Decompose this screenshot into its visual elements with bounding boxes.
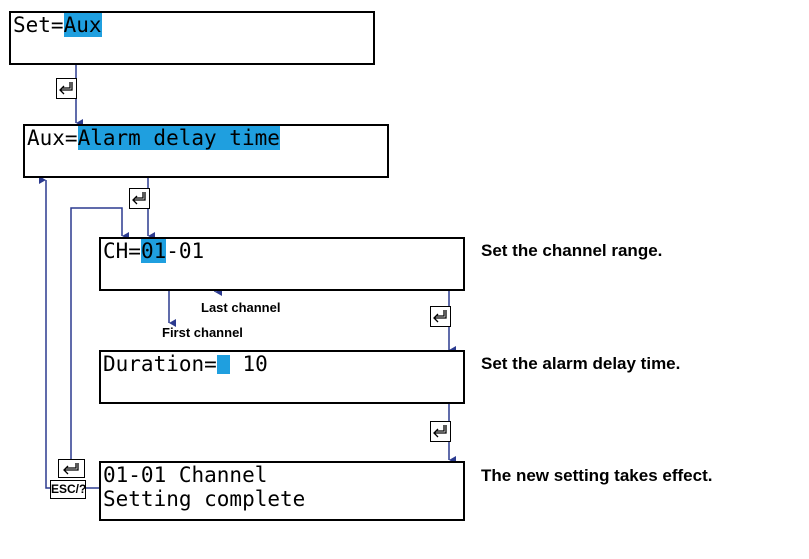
- takes-effect-instruction: The new setting takes effect.: [481, 466, 713, 485]
- duration-cursor: [216, 355, 230, 374]
- arrow-complete-to-channel: [70, 207, 129, 462]
- arrow-esc-to-aux: [39, 176, 86, 489]
- duration-prefix: Duration=: [103, 352, 217, 376]
- lcd-set-screen: Set=Aux: [9, 11, 375, 65]
- aux-value: Alarm delay time: [77, 126, 280, 150]
- esc-key-icon: ESC/?: [50, 480, 86, 499]
- channel-first: 01: [140, 239, 167, 263]
- set-delay-instruction: Set the alarm delay time.: [481, 354, 681, 373]
- complete-line-1: 01-01 Channel: [103, 463, 268, 487]
- set-prefix: Set=: [13, 13, 64, 37]
- channel-rest: -01: [166, 239, 205, 263]
- first-channel-label: First channel: [162, 325, 243, 340]
- lcd-aux-screen: Aux=Alarm delay time: [23, 124, 389, 178]
- lcd-duration-screen: Duration= 10: [99, 350, 465, 404]
- duration-value: 10: [229, 352, 268, 376]
- channel-prefix: CH=: [103, 239, 141, 263]
- enter-key-icon: [129, 188, 150, 209]
- enter-key-icon: [56, 78, 77, 99]
- lcd-channel-screen: CH=01-01: [99, 237, 465, 291]
- lcd-complete-screen: 01-01 Channel Setting complete: [99, 461, 465, 521]
- enter-key-icon: [430, 306, 451, 327]
- enter-key-icon: [430, 421, 451, 442]
- last-channel-label: Last channel: [201, 300, 281, 315]
- aux-prefix: Aux=: [27, 126, 78, 150]
- alarm-delay-flow-diagram: Set=Aux Aux=Alarm delay time CH=01-01 Du…: [9, 11, 713, 521]
- set-range-instruction: Set the channel range.: [481, 241, 663, 260]
- complete-line-2: Setting complete: [103, 487, 306, 511]
- enter-key-icon: [58, 459, 85, 478]
- set-value: Aux: [63, 13, 102, 37]
